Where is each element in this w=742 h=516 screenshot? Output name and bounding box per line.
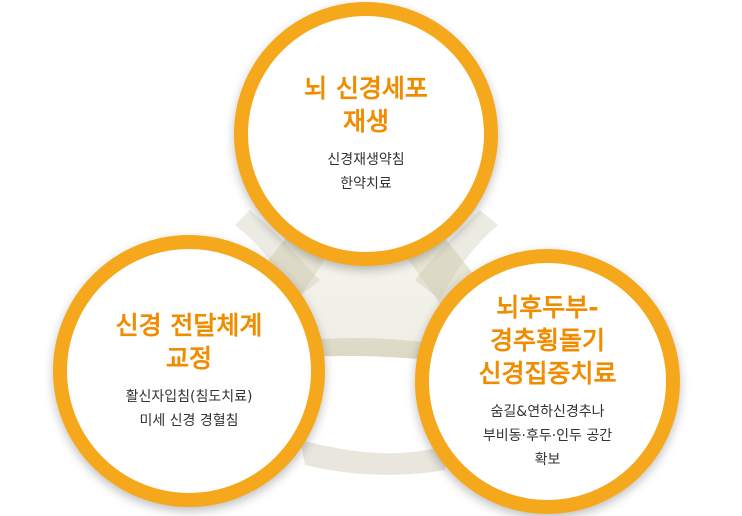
title-line: 신경 전달체계	[115, 311, 263, 340]
desc-line: 미세 신경 경혈침	[139, 413, 239, 429]
title-line: 교정	[165, 344, 212, 373]
title-line: 경추횡돌기	[489, 326, 605, 355]
desc-line: 숨길&연하신경추나	[490, 404, 605, 420]
triangle-shade-right	[415, 210, 498, 300]
triangle-shade-left	[235, 210, 320, 300]
circle-left-title: 신경 전달체계 교정	[116, 309, 263, 375]
circle-left-desc: 활신자입침(침도치료) 미세 신경 경혈침	[126, 385, 253, 433]
desc-line: 확보	[534, 452, 561, 468]
circle-brain-nerve-regeneration: 뇌 신경세포 재생 신경재생약침 한약치료	[234, 2, 498, 266]
circle-nerve-transmission-correction: 신경 전달체계 교정 활신자입침(침도치료) 미세 신경 경혈침	[53, 235, 325, 507]
title-line: 뇌 신경세포	[304, 74, 428, 103]
desc-line: 부비동·후두·인두 공간	[482, 428, 613, 444]
triangle-highlight	[265, 200, 470, 350]
circle-top-title: 뇌 신경세포 재생	[304, 72, 428, 138]
title-line: 뇌후두부-	[496, 293, 599, 322]
circle-occipital-cervical-treatment: 뇌후두부- 경추횡돌기 신경집중치료 숨길&연하신경추나 부비동·후두·인두 공…	[415, 249, 680, 514]
circle-right-title: 뇌후두부- 경추횡돌기 신경집중치료	[478, 291, 616, 390]
desc-line: 신경재생약침	[327, 152, 405, 168]
circle-top-desc: 신경재생약침 한약치료	[327, 148, 404, 196]
desc-line: 한약치료	[340, 176, 392, 192]
circle-right-desc: 숨길&연하신경추나 부비동·후두·인두 공간 확보	[483, 400, 612, 472]
triangle-shade-bottom	[300, 440, 450, 475]
desc-line: 활신자입침(침도치료)	[125, 389, 253, 405]
title-line: 신경집중치료	[478, 359, 617, 388]
title-line: 재생	[342, 107, 389, 136]
